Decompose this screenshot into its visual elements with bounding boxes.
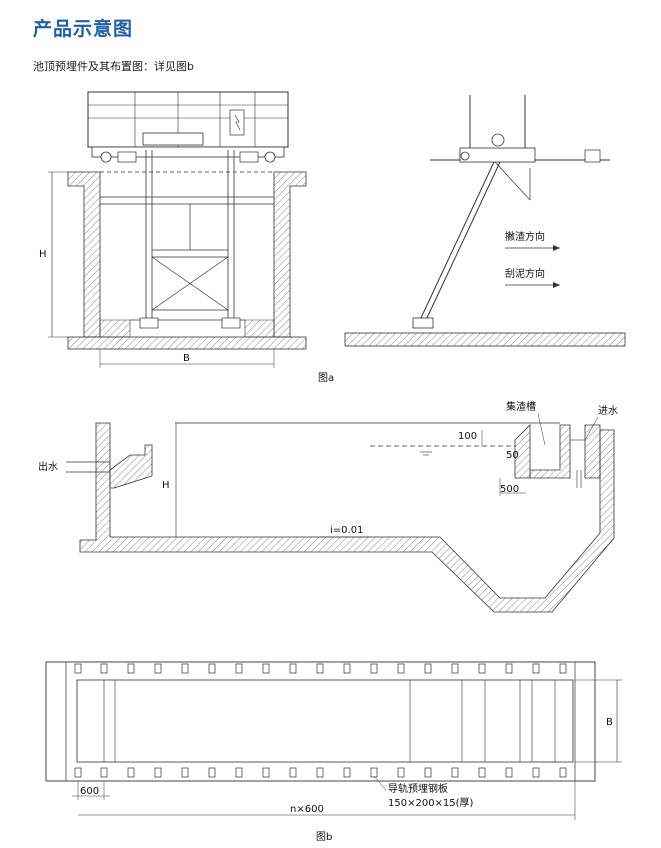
drive-gearbox <box>142 132 204 146</box>
dim-n600-label: n×600 <box>290 804 324 815</box>
pivot-icon <box>491 133 505 147</box>
ground-slab <box>344 332 626 347</box>
right-wall <box>273 171 307 338</box>
fig-section: 出水 集渣槽 进水 100 50 500 H i=0.01 <box>38 400 618 613</box>
plan-outline <box>45 661 596 782</box>
page-title: 产品示意图 <box>33 18 134 40</box>
fig-b-caption: 图b <box>316 831 332 843</box>
inlet-label: 进水 <box>598 405 618 417</box>
scum-trough-label: 集渣槽 <box>506 400 536 413</box>
inlet-wall <box>584 424 601 479</box>
scum-direction-label: 撇渣方向 <box>505 230 545 243</box>
dim-500-label: 500 <box>500 484 519 495</box>
motor-box <box>229 109 245 136</box>
outlet-label: 出水 <box>38 460 58 473</box>
fig-b: B 600 n×600 导轨预埋钢板 150×200×15(厚) <box>45 661 622 820</box>
embedded-plates-top <box>74 663 567 674</box>
left-wall <box>67 171 101 338</box>
fig-a-right-side-view: 撇渣方向 刮泥方向 <box>344 95 626 347</box>
slope-label: i=0.01 <box>330 525 363 536</box>
scrape-direction-label: 刮泥方向 <box>505 267 545 280</box>
dim-50-label: 50 <box>506 450 519 461</box>
dim-600-label: 600 <box>80 786 99 797</box>
dim-h-label: H <box>39 249 47 260</box>
fig-a-left-tank: H B <box>39 91 307 368</box>
wheel-icon <box>100 151 112 163</box>
dim-100-label: 100 <box>458 431 477 442</box>
outlet-weir <box>109 444 153 489</box>
floor-left <box>99 319 131 338</box>
fig-a-caption: 图a <box>318 372 334 384</box>
section-dim-h-label: H <box>162 480 170 491</box>
base-slab <box>67 336 307 350</box>
dim-b-label: B <box>183 353 190 364</box>
tank-outline <box>79 422 615 613</box>
page-subtitle: 池顶预埋件及其布置图：详见图b <box>33 60 194 73</box>
floor-right <box>244 319 275 338</box>
wheel-icon <box>264 151 276 163</box>
plate-size-label: 150×200×15(厚) <box>388 797 474 809</box>
tank-inner <box>76 679 574 763</box>
plan-dim-b-label: B <box>606 717 613 728</box>
embedded-plates-bottom <box>74 767 567 778</box>
plate-label: 导轨预埋钢板 <box>388 782 448 795</box>
